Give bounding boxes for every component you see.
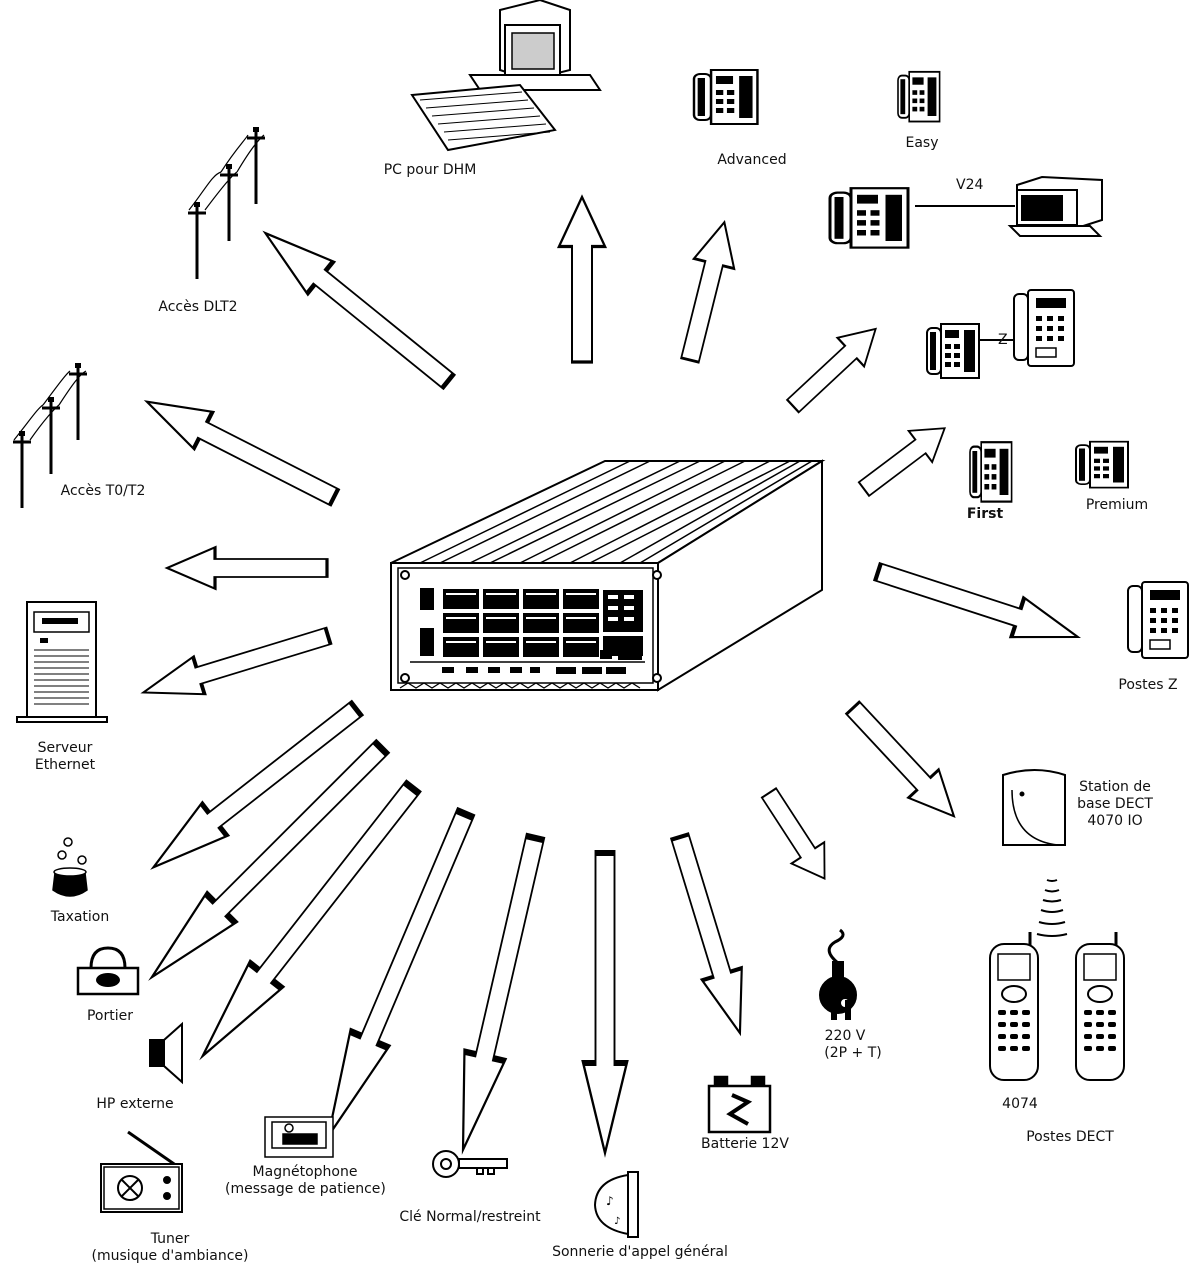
label-station-line-1: Station de [1079,779,1151,795]
dect-handset-1-icon [988,930,1040,1082]
tuner-radio-icon [100,1130,183,1213]
dect-base-icon [1002,769,1066,846]
label-pc: PC pour DHM [383,162,477,178]
label-z-link: Z [998,332,1008,348]
t0t2-poles-icon [11,361,89,510]
label-serveur-line-1: Serveur [37,740,93,756]
arrow-to-serveur [135,615,336,713]
arrow-to-magnetophone [309,806,484,1144]
arrow-to-dect-base [836,692,971,832]
label-premium: Premium [1085,497,1149,513]
pc-icon [410,0,602,152]
bell-icon: ♪ ♪ [593,1171,639,1238]
portier-icon [76,946,140,996]
speaker-icon [149,1021,183,1085]
label-first: First [966,506,1004,522]
arrow-to-dlt2 [250,215,463,399]
label-magnetophone-line-1: Magnétophone [252,1164,358,1180]
premium-phone-icon [1075,440,1129,489]
label-portier: Portier [86,1008,133,1024]
easy-phone-icon [897,70,941,123]
label-4074: 4074 [1002,1096,1038,1112]
cassette-recorder-icon [264,1116,334,1158]
arrow-to-cle [443,833,555,1154]
pabx-cabinet [390,459,826,692]
v24-phone-icon [828,186,910,250]
label-easy: Easy [905,135,939,151]
v24-terminal-icon [1007,175,1103,237]
power-plug-icon [819,928,857,1020]
arrow-to-z-phone [778,313,890,422]
label-taxation: Taxation [50,909,110,925]
label-station: Station de base DECT 4070 IO [1070,779,1160,830]
label-hp: HP externe [96,1096,174,1112]
arrow-to-batterie [658,828,762,1042]
advanced-phone-icon [692,68,759,126]
postes-z-phone-icon [1127,581,1189,659]
label-postes-z: Postes Z [1118,677,1178,693]
label-220v: 220 V (2P + T) [800,1028,890,1062]
label-tuner-line-2: (musique d'ambiance) [91,1248,249,1264]
label-magnetophone-line-2: (message de patience) [225,1181,386,1197]
dect-handset-2-icon [1074,930,1126,1082]
first-phone-icon [968,441,1013,503]
label-220v-line-2: (2P + T) [824,1045,882,1061]
arrow-to-postes-z [872,552,1085,656]
label-tuner-line-1: Tuner [150,1231,190,1247]
label-batterie: Batterie 12V [701,1136,789,1152]
arrow-to-first [851,411,958,506]
label-station-line-2: base DECT [1077,796,1153,812]
battery-icon [707,1075,772,1134]
label-advanced: Advanced [717,152,787,168]
label-sonnerie: Sonnerie d'appel général [552,1244,728,1260]
key-icon [432,1150,508,1178]
taxation-icon [52,837,88,897]
label-postes-dect: Postes DECT [1026,1129,1114,1145]
radio-waves-icon [1036,879,1068,937]
arrow-to-t0t2 [135,381,346,518]
svg-text:♪: ♪ [614,1216,620,1227]
arrow-to-sonnerie [583,853,627,1153]
label-dlt2: Accès DLT2 [158,299,238,315]
svg-text:♪: ♪ [606,1194,614,1208]
label-220v-line-1: 220 V [824,1028,866,1044]
label-magnetophone: Magnétophone (message de patience) [225,1164,386,1198]
label-serveur-line-2: Ethernet [34,757,96,773]
label-v24: V24 [956,177,984,193]
arrow-to-ethernet [165,545,329,591]
label-serveur: Serveur Ethernet [15,740,115,774]
z-desk-phone-icon [1013,289,1075,367]
label-cle: Clé Normal/restreint [399,1209,541,1225]
arrow-to-advanced [668,215,746,367]
label-t0t2: Accès T0/T2 [60,483,146,499]
arrow-to-220v [751,781,842,891]
server-icon [16,601,108,723]
z-small-phone-icon [926,323,980,379]
label-station-line-3: 4070 IO [1087,813,1143,829]
dlt2-poles-icon [186,125,267,281]
label-tuner: Tuner (musique d'ambiance) [70,1231,270,1265]
arrow-to-pc [557,195,607,364]
